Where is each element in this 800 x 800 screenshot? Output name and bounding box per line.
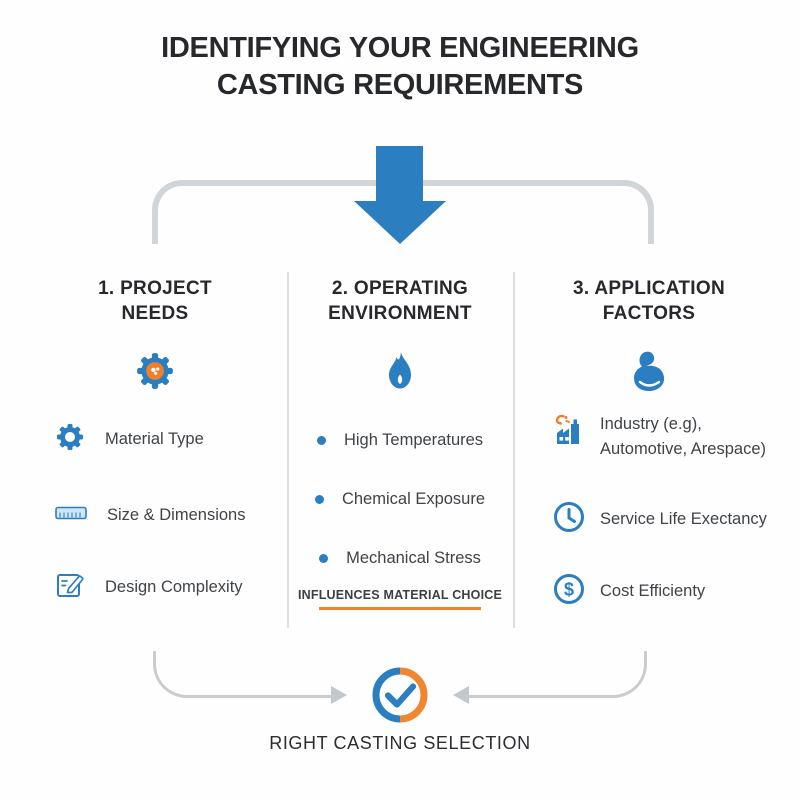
item-label: High Temperatures [343,431,484,449]
column-divider-right [513,272,515,628]
item-label: Design Complexity [105,578,243,596]
item-label: Service Life Exectancy [600,510,767,528]
column-application-factors: 3. APPLICATION FACTORS [518,276,780,628]
title-line-2: CASTING REQUIREMENTS [216,69,584,101]
item-label: Material Type [105,430,204,448]
column-divider-left [287,272,289,628]
column-heading: 2. OPERATING ENVIRONMENT [328,278,472,324]
connector-left-line [153,651,336,698]
title-line-1: IDENTIFYING YOUR ENGINEERING [161,32,639,64]
item-label: Industry (e.g), Automotive, Arespace) [600,415,766,458]
list-item: Mechanical Stress [292,546,508,571]
arrowhead-left-icon [453,686,469,704]
bullet-dot [316,436,326,445]
result-label: RIGHT CASTING SELECTION [269,733,531,753]
dollar-icon: $ [552,572,586,611]
down-arrow-icon [376,146,423,202]
clock-icon [552,500,586,539]
item-label: Size & Dimensions [107,506,246,524]
footnote-underline [319,607,481,610]
svg-text:$: $ [564,580,574,600]
gear-icon [55,422,85,457]
item-label: Chemical Exposure [341,490,486,508]
list-item: Industry (e.g), Automotive, Arespace) [552,412,780,462]
column-project-needs: 1. PROJECT NEEDS [40,276,270,628]
column-heading: 3. APPLICATION FACTORS [573,278,725,324]
column-operating-environment: 2. OPERATING ENVIRONMENT High Temperatur… [292,276,508,628]
footnote-label: INFLUENCES MATERIAL CHOICE [297,588,503,602]
item-label: Cost Efficienty [600,582,706,600]
list-item: Service Life Exectancy [552,500,767,539]
list-item: $ Cost Efficienty [552,572,705,611]
footnote: INFLUENCES MATERIAL CHOICE [292,588,508,610]
down-arrow-head-icon [354,201,446,244]
list-item: High Temperatures [292,428,508,453]
column-heading: 1. PROJECT NEEDS [98,278,212,324]
bicep-icon [627,350,671,399]
item-label: Mechanical Stress [346,549,481,567]
flame-icon [382,350,418,397]
bullet-dot [314,495,324,504]
check-circle-icon [370,665,430,730]
list-item: Material Type [55,422,204,457]
arrowhead-right-icon [331,686,347,704]
bullet-dot [319,554,329,563]
list-item: Chemical Exposure [292,487,508,512]
design-document-icon [55,570,85,605]
list-item: Size & Dimensions [55,498,245,533]
factory-icon [552,414,586,453]
connector-right-line [464,651,647,698]
page-title: IDENTIFYING YOUR ENGINEERING CASTING REQ… [0,30,800,104]
gear-icon [134,350,176,397]
ruler-icon [55,498,87,533]
list-item: Design Complexity [55,570,243,605]
